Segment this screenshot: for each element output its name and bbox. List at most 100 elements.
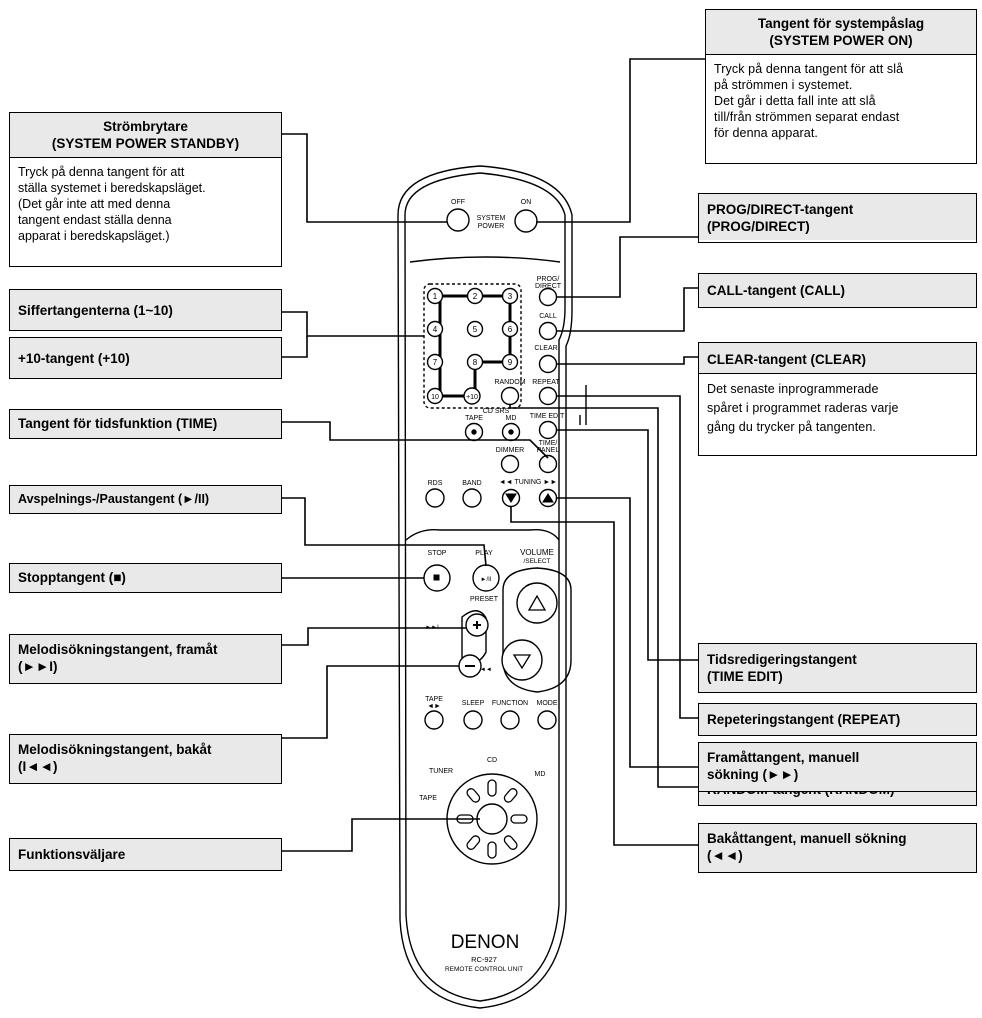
number-key-5-label: 5 (473, 325, 478, 334)
title-line: (►►I) (18, 659, 58, 674)
sleep-button[interactable] (463, 710, 483, 730)
number-key-8-label: 8 (473, 358, 478, 367)
tape-dot-icon (471, 429, 477, 435)
label-function-selector-title: Funktionsväljare (10, 839, 281, 870)
number-key-6[interactable] (501, 320, 519, 338)
desc-line: Tryck på denna tangent för att slå (714, 62, 904, 76)
label-tuning-back-title: Bakåttangent, manuell sökning (◄◄) (699, 824, 976, 872)
tape-direction-button[interactable] (424, 710, 444, 730)
desc-line: till/från strömmen separat endast (714, 110, 900, 124)
label-plus10-title: +10-tangent (+10) (10, 338, 281, 378)
off-button[interactable] (446, 208, 470, 232)
desc-line: apparat i beredskapsläget.) (18, 229, 170, 243)
number-key-plus10[interactable] (463, 387, 481, 405)
on-label: ON (521, 199, 532, 206)
label-prog-direct-title: PROG/DIRECT-tangent (PROG/DIRECT) (699, 194, 976, 240)
time-panel-button[interactable] (538, 454, 558, 474)
time-edit-label: TIME EDIT (530, 413, 565, 420)
label-repeat-title: Repeteringstangent (REPEAT) (699, 704, 976, 735)
title-line: (I◄◄) (18, 759, 58, 774)
volume-up-icon (527, 594, 547, 611)
title-line: sökning (►►) (707, 767, 799, 782)
band-button[interactable] (462, 488, 482, 508)
number-key-1[interactable] (426, 287, 444, 305)
label-skip-back-title: Melodisökningstangent, bakåt (I◄◄) (10, 735, 281, 783)
clear-button[interactable] (538, 354, 558, 374)
label-tuning-forward-title: Framåttangent, manuell sökning (►►) (699, 743, 976, 791)
rds-label: RDS (428, 480, 443, 487)
volume-down-icon (512, 654, 532, 670)
label-stop: Stopptangent (■) (9, 563, 282, 593)
number-key-8[interactable] (466, 353, 484, 371)
plus-icon (473, 621, 481, 629)
desc-line: spåret i programmet raderas varje (707, 401, 899, 415)
dimmer-button[interactable] (500, 454, 520, 474)
stop-label: STOP (428, 550, 447, 557)
label-number-keys-title: Siffertangenterna (1~10) (10, 290, 281, 330)
prog-direct-label-2: DIRECT (535, 283, 562, 290)
number-key-4-label: 4 (433, 325, 438, 334)
title-line: Framåttangent, manuell (707, 750, 860, 765)
title-line: Melodisökningstangent, framåt (18, 642, 218, 657)
label-time-edit: Tidsredigeringstangent (TIME EDIT) (698, 643, 977, 693)
mode-button[interactable] (537, 710, 557, 730)
repeat-button[interactable] (538, 386, 558, 406)
label-time-title: Tangent för tidsfunktion (TIME) (10, 410, 281, 438)
label-plus10: +10-tangent (+10) (9, 337, 282, 379)
call-button[interactable] (538, 321, 558, 341)
system-power-label-2: POWER (478, 223, 504, 230)
number-key-10[interactable] (426, 387, 444, 405)
number-key-9[interactable] (501, 353, 519, 371)
label-system-power-on: Tangent för systempåslag (SYSTEM POWER O… (705, 9, 977, 164)
label-call: CALL-tangent (CALL) (698, 273, 977, 308)
label-call-title: CALL-tangent (CALL) (699, 274, 976, 307)
function-dial-center[interactable] (476, 803, 508, 835)
title-line: (◄◄) (707, 848, 743, 863)
desc-line: (Det går inte att med denna (18, 197, 171, 211)
cd-srs-label: CD SRS (483, 408, 510, 415)
number-key-10-label: 10 (431, 394, 439, 401)
cd-position-label: CD (487, 757, 497, 764)
brand-logo: DENON (451, 932, 520, 953)
time-edit-button[interactable] (538, 420, 558, 440)
random-button[interactable] (500, 386, 520, 406)
volume-down-button[interactable] (501, 639, 543, 681)
time-panel-label-1: TIME/ (539, 440, 558, 447)
system-power-label-1: SYSTEM (477, 215, 506, 222)
title-line: Bakåttangent, manuell sökning (707, 831, 907, 846)
button-glyphs (433, 429, 554, 859)
rds-button[interactable] (425, 488, 445, 508)
desc-line: gång du trycker på tangenten. (707, 420, 876, 434)
number-key-5[interactable] (466, 320, 484, 338)
number-key-4[interactable] (426, 320, 444, 338)
title-line: (TIME EDIT) (707, 669, 783, 684)
tape-position-label: TAPE (419, 795, 437, 802)
label-system-power-on-title: Tangent för systempåslag (SYSTEM POWER O… (706, 10, 976, 54)
triangle-up-icon (542, 493, 554, 503)
number-key-3[interactable] (501, 287, 519, 305)
desc-line: på strömmen i systemet. (714, 78, 853, 92)
label-time: Tangent för tidsfunktion (TIME) (9, 409, 282, 439)
number-key-7[interactable] (426, 353, 444, 371)
number-key-9-label: 9 (508, 358, 513, 367)
on-button[interactable] (514, 209, 538, 233)
prog-direct-button[interactable] (538, 287, 558, 307)
tape-srs-label: TAPE (465, 415, 483, 422)
number-key-3-label: 3 (508, 292, 513, 301)
label-skip-back: Melodisökningstangent, bakåt (I◄◄) (9, 734, 282, 784)
title-line: Tidsredigeringstangent (707, 652, 857, 667)
clear-label: CLEAR (534, 345, 557, 352)
label-system-power-standby: Strömbrytare (SYSTEM POWER STANDBY) Tryc… (9, 112, 282, 267)
call-label: CALL (539, 313, 557, 320)
function-button[interactable] (500, 710, 520, 730)
remote-labels: OFF ON SYSTEM POWER PROG/ DIRECT CALL CL… (419, 199, 565, 973)
keypad-numbers: 1 2 3 4 5 6 7 8 9 10 +10 ►/II (431, 292, 513, 583)
number-key-2[interactable] (466, 287, 484, 305)
volume-up-button[interactable] (516, 582, 558, 624)
volume-label-1: VOLUME (520, 548, 554, 557)
leader-lines (282, 58, 705, 852)
label-repeat: Repeteringstangent (REPEAT) (698, 703, 977, 736)
tape-dir-label-1: TAPE (425, 696, 443, 703)
label-tuning-back: Bakåttangent, manuell sökning (◄◄) (698, 823, 977, 873)
keypad-frame (423, 283, 522, 409)
